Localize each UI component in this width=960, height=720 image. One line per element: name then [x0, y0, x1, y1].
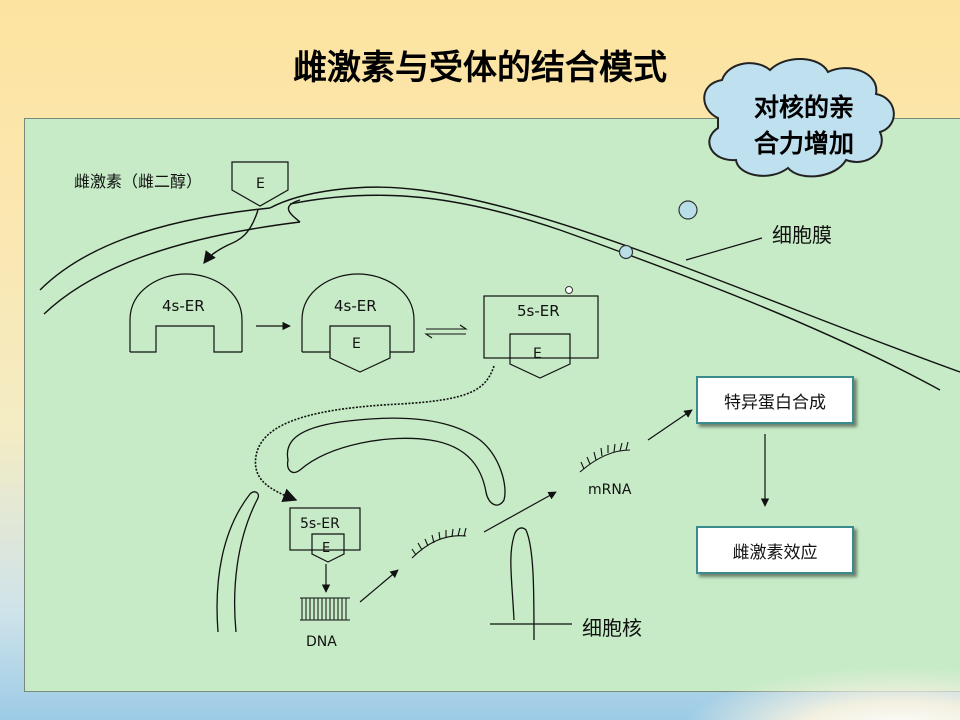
estrogen-molecule: E	[231, 161, 289, 207]
molecule-circle	[565, 286, 573, 294]
estrogen-effect-box: 雌激素效应	[696, 526, 854, 574]
transcription-arrow	[359, 569, 399, 603]
nuclear-transport-path	[254, 365, 495, 503]
receptor-5s-label: 5s-ER	[517, 302, 560, 320]
receptor-4s-bound-label: 4s-ER	[334, 297, 377, 315]
dna-strand	[300, 597, 350, 621]
receptor-4s-bound	[301, 273, 415, 373]
receptor-5s-nuclear-label: 5s-ER	[300, 516, 340, 532]
translation-arrow	[647, 409, 693, 441]
equilibrium-arrows	[424, 324, 468, 339]
receptor-5s-bound	[483, 295, 599, 379]
callout-text: 对核的亲 合力增加	[724, 90, 884, 162]
cell-membrane	[39, 186, 960, 391]
molecule-circle	[678, 200, 698, 220]
export-arrow	[483, 491, 557, 533]
dna-label: DNA	[306, 634, 337, 650]
nascent-rna	[411, 527, 467, 559]
callout-line-2: 合力增加	[753, 129, 854, 158]
estrogen-e-label: E	[256, 176, 265, 192]
nuclear-envelope	[216, 417, 535, 641]
membrane-label: 细胞膜	[772, 223, 832, 247]
mrna-label: mRNA	[588, 482, 632, 498]
specific-protein-box: 特异蛋白合成	[696, 376, 854, 424]
estrogen-label: 雌激素（雌二醇）	[74, 172, 202, 191]
nucleus-label: 细胞核	[582, 616, 642, 640]
receptor-5s-e: E	[533, 346, 542, 362]
molecule-circle	[618, 244, 634, 260]
receptor-5s-nuclear-e: E	[322, 541, 330, 556]
membrane-pointer-line	[685, 237, 763, 261]
binding-arrow	[203, 209, 259, 265]
slide-title: 雌激素与受体的结合模式	[293, 48, 667, 88]
mrna-strand	[579, 441, 631, 473]
callout-cloud	[703, 57, 895, 178]
callout-line-1: 对核的亲	[753, 93, 854, 122]
receptor-5s-nuclear	[289, 507, 361, 563]
background-decoration	[660, 660, 960, 720]
receptor-4s-empty	[129, 273, 243, 353]
receptor-4s-bound-e: E	[352, 336, 361, 352]
receptor-4s-label: 4s-ER	[162, 297, 205, 315]
